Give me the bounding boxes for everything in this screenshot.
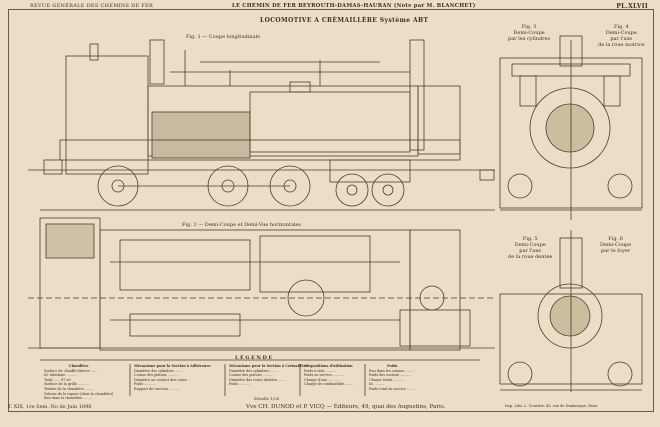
fig1-longitudinal-section (28, 39, 495, 211)
sheet-frame (8, 9, 654, 412)
drawing-title: LOCOMOTIVE A CRÉMAILLÈRE Système ABT (260, 17, 429, 24)
fig2-horizontal-section (28, 217, 495, 351)
legend-rack-mechanism: Mécanisme pour la Section à Crémaillère … (229, 364, 308, 387)
fig5-caption: Fig. 5 Demi-Coupe par l'axe de la roue d… (508, 236, 553, 260)
fig4-caption: Fig. 4 Demi-Coupe par l'axe de la roue m… (598, 24, 645, 48)
fig2-caption: Fig. 2 — Demi-Coupe et Demi-Vue horizont… (182, 222, 302, 228)
printer-line: Imp. Lith. L. Courtier, 43, rue de Dunke… (505, 404, 598, 408)
legend-boiler: Chaudière Surface de chauffe directe ...… (44, 364, 114, 401)
legend-dispositions: Dispositions d'utilisation Poids à vide … (304, 364, 354, 387)
fig3-fig4-end-view (499, 35, 643, 220)
fig3-caption: Fig. 3 Demi-Coupe par les cylindres (508, 24, 551, 42)
issue-reference: T. XIX, 1re Sem. No de Juin 1896 (8, 404, 92, 410)
plate-number: PL.XLVII (616, 3, 648, 10)
legend-title: LÉGENDE (235, 355, 274, 361)
legend-weights: Poids Eau dans les caisses ........ Poid… (369, 364, 416, 391)
fig5-fig6-end-view (499, 230, 643, 392)
article-title: LE CHEMIN DE FER BEYROUTH-DAMAS-HAURAN (… (232, 3, 476, 9)
journal-name: REVUE GÉNÉRALE DES CHEMINS DE FER (30, 3, 154, 9)
scale-note: Échelle 1/30 (254, 396, 280, 401)
publisher-line: Vve CH. DUNOD et P. VICQ — Éditeurs, 49,… (246, 404, 446, 410)
fig1-caption: Fig. 1 — Coupe longitudinale (186, 34, 261, 40)
legend-adhesion-mechanism: Mécanisme pour la Section à Adhérence Di… (134, 364, 211, 391)
fig6-caption: Fig. 6 Demi-Coupe par le foyer (600, 236, 632, 254)
